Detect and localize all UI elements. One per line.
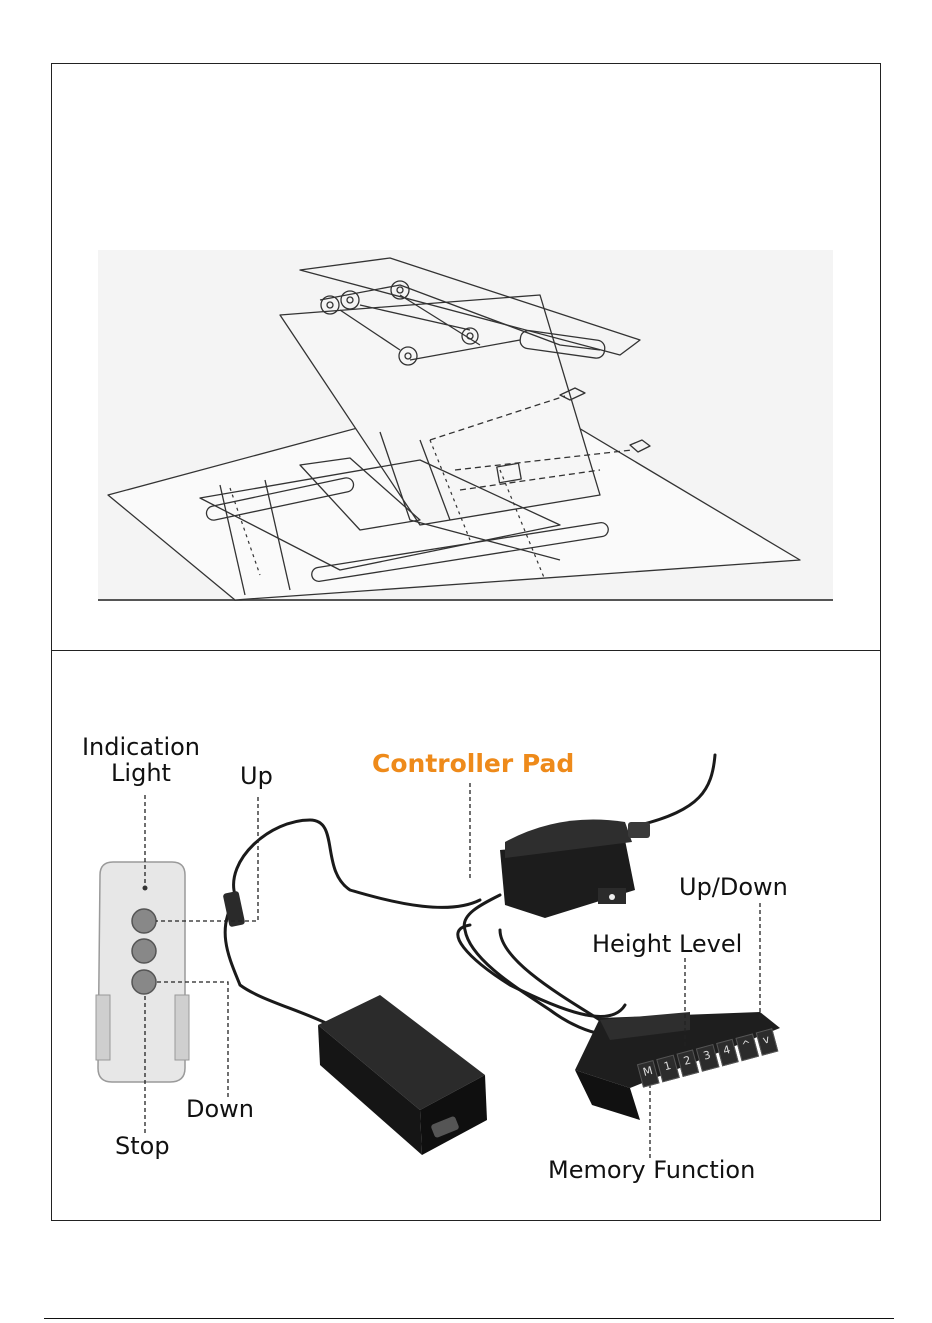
label-memory-function: Memory Function — [548, 1157, 755, 1183]
label-up: Up — [240, 763, 273, 789]
assembly-drawing — [98, 250, 833, 600]
label-indication-light: Indication Light — [76, 734, 206, 787]
label-down: Down — [186, 1096, 254, 1122]
page-footer-rule — [44, 1318, 894, 1319]
label-height-level: Height Level — [592, 931, 742, 957]
label-controller-pad: Controller Pad — [372, 750, 574, 778]
label-indication-line2: Light — [76, 760, 206, 786]
label-up-down: Up/Down — [679, 874, 788, 900]
label-stop: Stop — [115, 1133, 170, 1159]
label-indication-line1: Indication — [76, 734, 206, 760]
